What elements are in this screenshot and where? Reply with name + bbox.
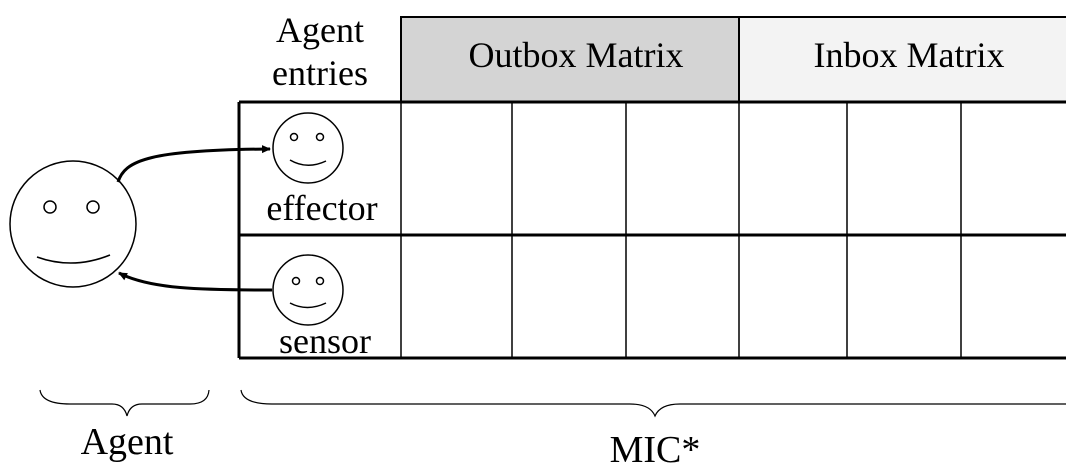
effector-label: effector	[266, 188, 377, 228]
outbox-matrix-header	[400, 16, 740, 103]
effector-face-icon	[272, 112, 344, 184]
sensor-face-icon	[272, 254, 344, 326]
inbox-matrix-header	[738, 16, 1066, 103]
outbox-matrix-label: Outbox Matrix	[469, 35, 684, 75]
sensor-arrow	[118, 271, 273, 292]
agent-brace-label: Agent	[81, 421, 174, 463]
sensor-label: sensor	[279, 321, 371, 361]
effector-arrow	[116, 145, 271, 183]
agent-brace	[39, 389, 210, 417]
agent-entries-label-line1: Agent	[276, 10, 364, 50]
mic-brace-label: MIC*	[610, 429, 701, 468]
mic-grid	[237, 100, 1066, 360]
agent-entries-label-line2: entries	[272, 53, 368, 93]
inbox-matrix-label: Inbox Matrix	[814, 35, 1005, 75]
agent-face-icon	[9, 160, 137, 288]
mic-brace	[240, 389, 1066, 418]
